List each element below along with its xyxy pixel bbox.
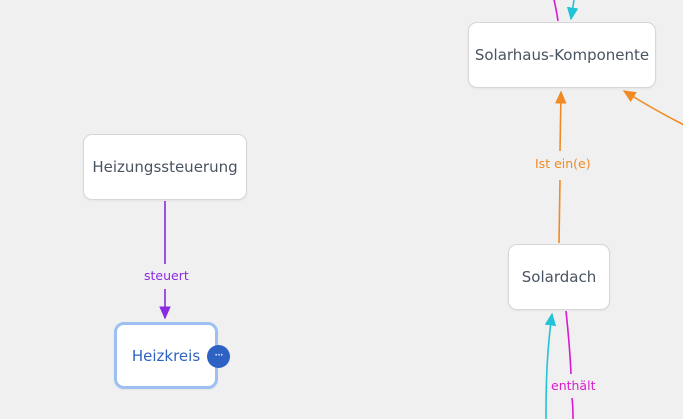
node-label: Heizungssteuerung <box>92 158 238 176</box>
edge-enthaelt-lower[interactable] <box>571 397 574 419</box>
node-label: Heizkreis <box>131 346 201 365</box>
edge-magenta-top[interactable] <box>553 0 559 22</box>
node-solarhaus-komponente[interactable]: Solarhaus-Komponente <box>468 22 656 88</box>
edge-orange-offscreen[interactable] <box>622 90 683 128</box>
edge-ist-ein-line[interactable] <box>558 179 561 244</box>
edge-label-enthaelt[interactable]: enthält <box>549 378 598 393</box>
node-label: Solardach <box>521 268 597 286</box>
edge-teal-bottom[interactable] <box>544 312 557 419</box>
node-heizungssteuerung[interactable]: Heizungssteuerung <box>83 134 247 200</box>
edge-ist-ein-arrow-line[interactable] <box>555 90 567 152</box>
edge-enthaelt-upper[interactable] <box>565 310 572 375</box>
node-heizkreis[interactable]: Heizkreis <box>114 322 218 389</box>
node-label: Solarhaus-Komponente <box>474 46 650 64</box>
edge-label-ist-ein[interactable]: Ist ein(e) <box>533 156 593 171</box>
ellipsis-icon: ··· <box>214 348 224 362</box>
edge-label-steuert[interactable]: steuert <box>142 268 191 283</box>
more-actions-button[interactable]: ··· <box>207 345 230 368</box>
edge-teal-top[interactable] <box>566 0 579 21</box>
node-solardach[interactable]: Solardach <box>508 244 610 310</box>
